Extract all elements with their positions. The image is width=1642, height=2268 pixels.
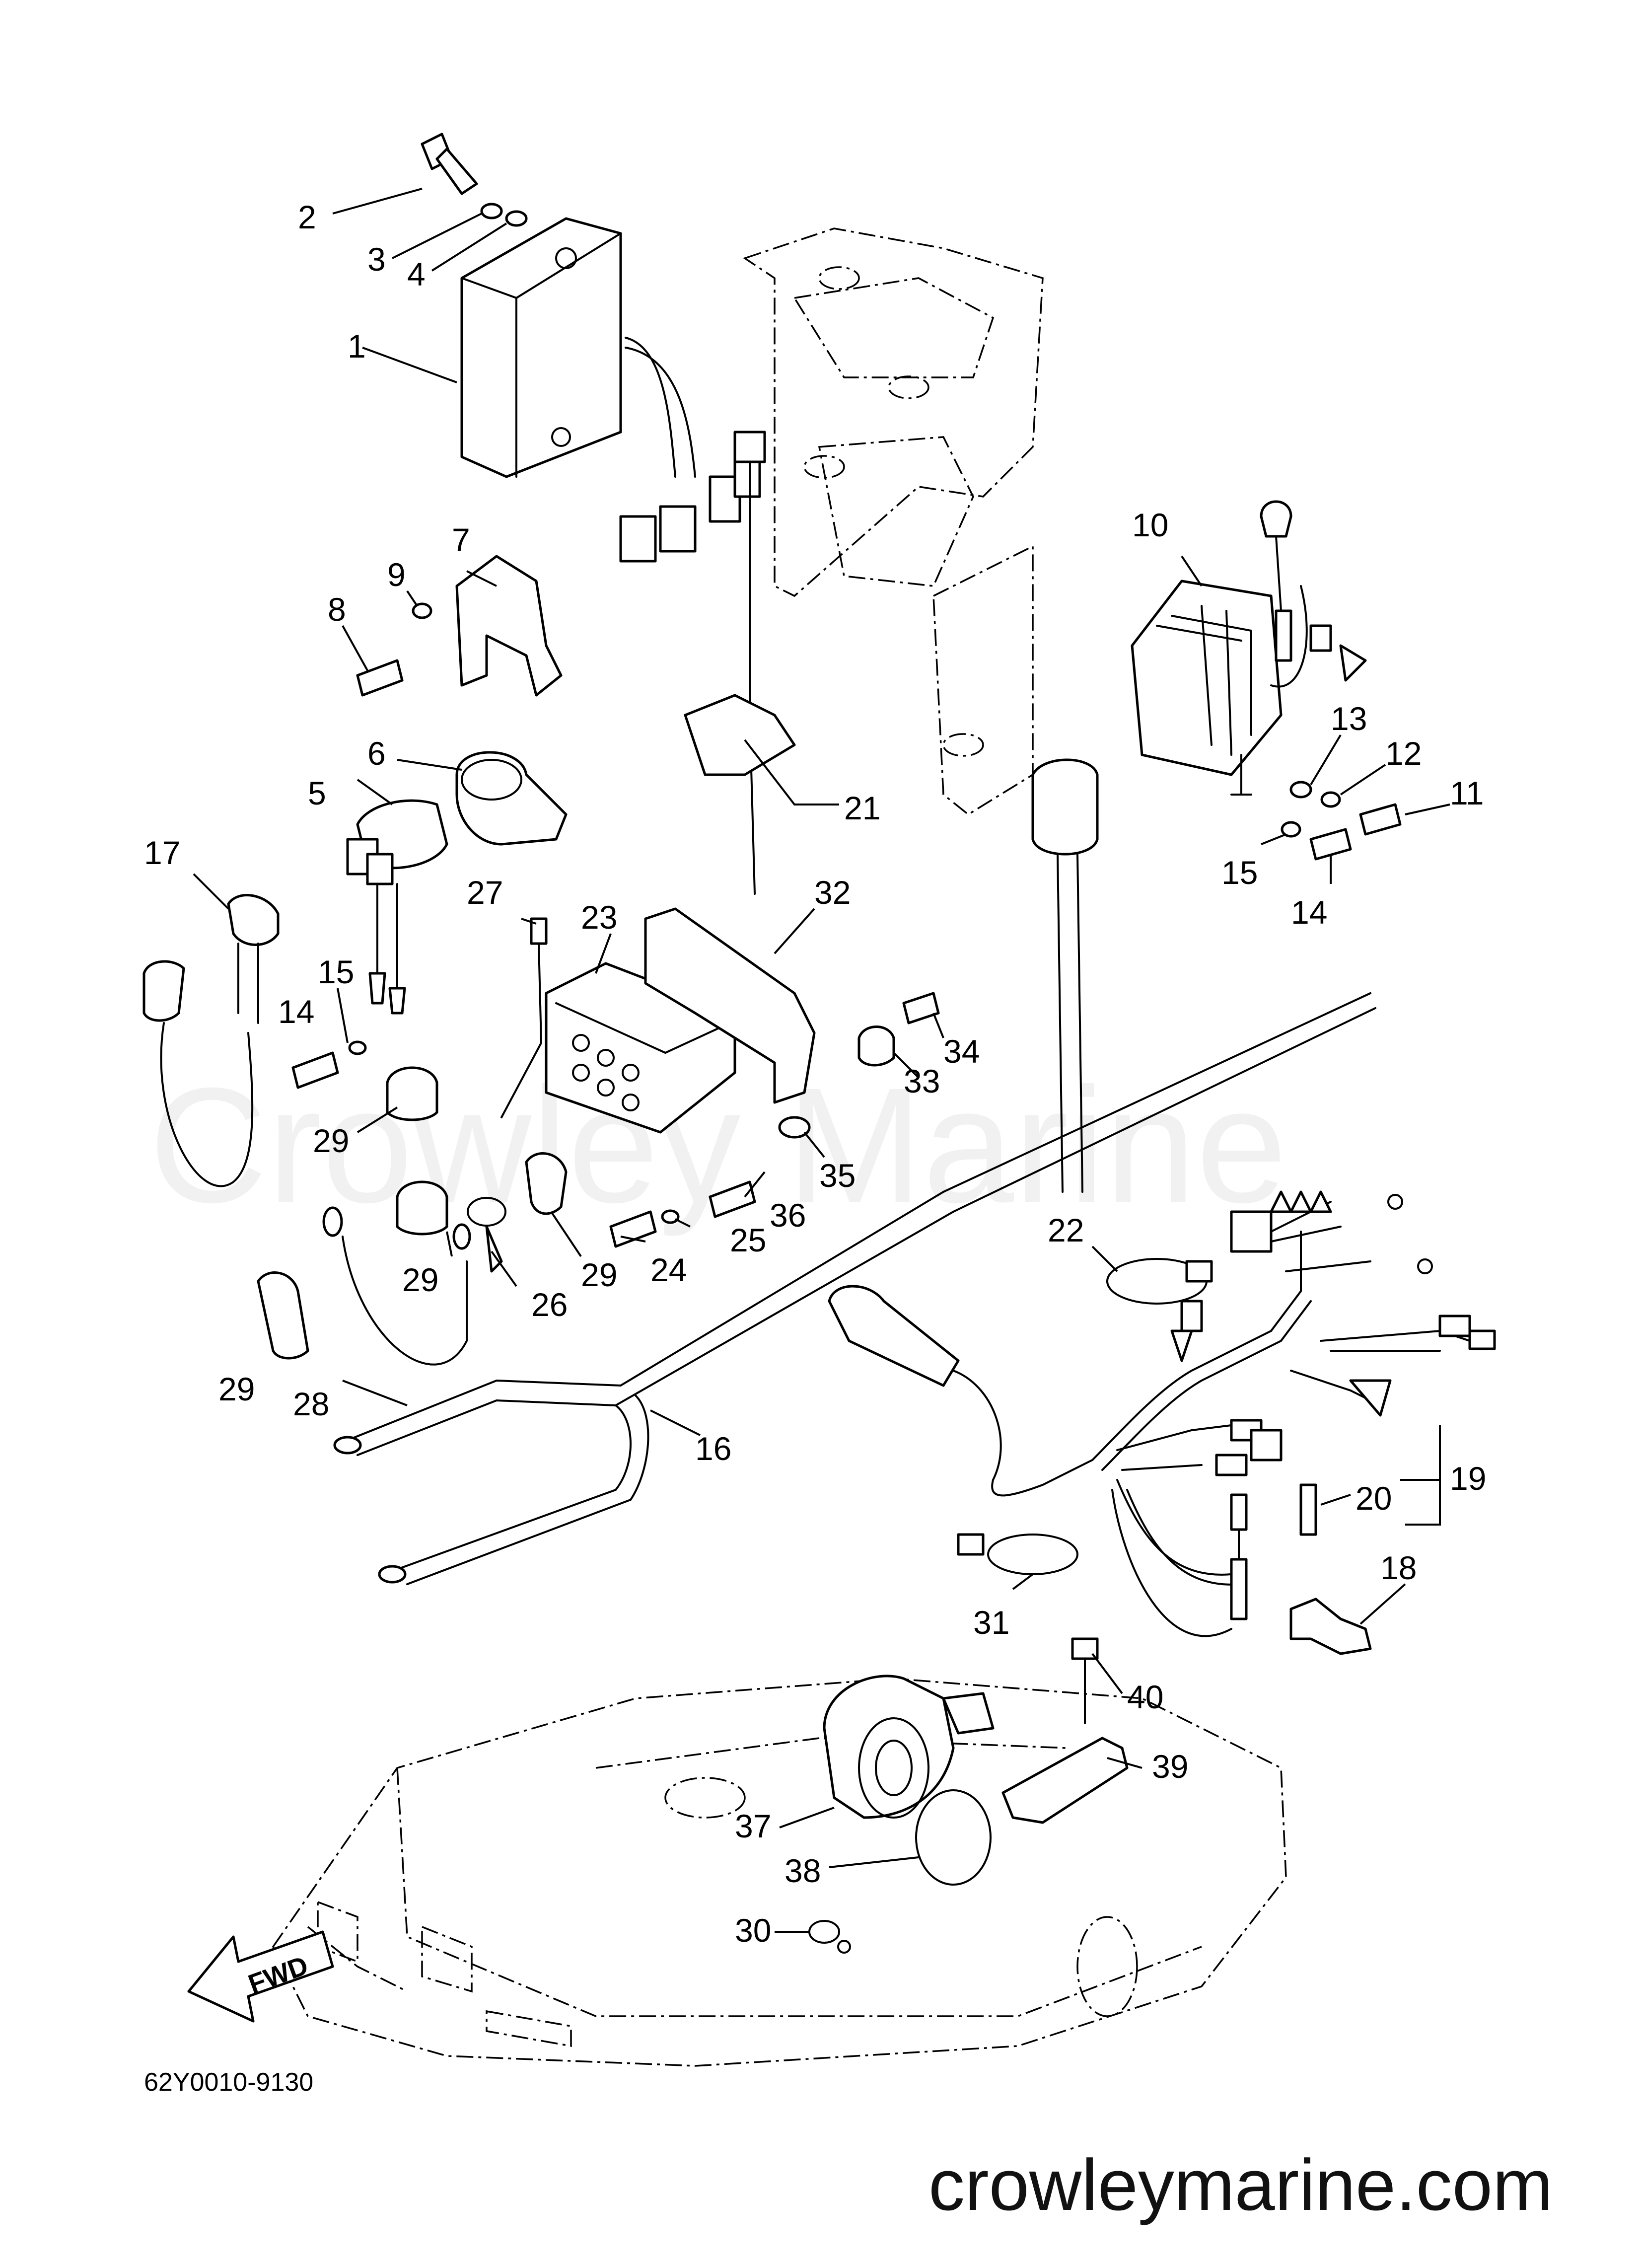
callout-25: 25 [730, 1222, 766, 1258]
cap-29-c [525, 1152, 568, 1215]
washer-12 [1320, 791, 1341, 808]
battery-cable-28 [322, 1206, 471, 1366]
callout-2: 2 [298, 199, 316, 235]
cap-29-a [386, 1066, 438, 1121]
cap-29-d [257, 1271, 309, 1360]
cable-cap-17 [143, 894, 280, 1187]
battery-cable-16 [333, 992, 1376, 1585]
o-ring-38 [915, 1789, 992, 1886]
cdi-unit [460, 217, 761, 563]
callout-9: 9 [387, 556, 406, 593]
bolt-14-right [1309, 828, 1352, 861]
callout-8: 8 [328, 591, 346, 628]
callout-35: 35 [819, 1157, 856, 1194]
fuse-holder-18 [1289, 1598, 1372, 1655]
callout-22: 22 [1048, 1212, 1084, 1248]
callout-40: 40 [1127, 1679, 1163, 1715]
callout-1: 1 [348, 328, 366, 365]
callout-24: 24 [650, 1251, 687, 1288]
callout-37: 37 [735, 1808, 771, 1844]
callout-15-left: 15 [318, 953, 354, 990]
callout-28: 28 [293, 1386, 329, 1422]
leader-lines [193, 188, 1450, 1933]
callout-11: 11 [1450, 775, 1484, 811]
callout-17: 17 [144, 834, 180, 871]
washer-35 [778, 1116, 811, 1139]
callout-14-right: 14 [1291, 894, 1327, 931]
callout-6: 6 [367, 735, 386, 772]
callout-12: 12 [1385, 735, 1422, 772]
bolt-14-left [291, 1051, 339, 1089]
callout-33: 33 [904, 1063, 940, 1099]
bolt-2 [421, 133, 478, 195]
bolt-36 [709, 1180, 756, 1218]
callout-4: 4 [407, 256, 426, 293]
bolt-8 [356, 659, 404, 697]
cable-band-22 [1106, 1258, 1213, 1305]
washer-3 [480, 203, 503, 219]
bolt-11 [1359, 803, 1402, 836]
washer-4 [505, 210, 528, 227]
callout-29-d: 29 [218, 1371, 255, 1407]
callout-16: 16 [695, 1430, 731, 1467]
callout-3: 3 [367, 241, 386, 278]
grommet-33 [857, 1025, 895, 1067]
callout-13: 13 [1331, 700, 1367, 737]
callout-29-c: 29 [581, 1256, 617, 1293]
washer-9 [412, 602, 432, 619]
callout-19: 19 [1450, 1460, 1486, 1497]
website-url: crowleymarine.com [928, 2144, 1553, 2225]
collar-34 [902, 992, 940, 1024]
callout-26: 26 [531, 1286, 568, 1323]
callout-20: 20 [1356, 1480, 1392, 1517]
callout-32: 32 [814, 874, 851, 911]
callout-18: 18 [1380, 1549, 1417, 1586]
callout-39: 39 [1152, 1748, 1188, 1785]
bracket-39 [1001, 1737, 1129, 1824]
starter-relay-holder-6 [455, 751, 568, 846]
callout-10: 10 [1132, 507, 1168, 543]
callout-31: 31 [973, 1604, 1009, 1641]
washer-25 [661, 1209, 680, 1224]
washer-15-left [348, 1040, 367, 1055]
rectifier-regulator-10 [1131, 500, 1367, 796]
wire-harness-19 [828, 758, 1496, 1637]
callout-29-b: 29 [402, 1261, 438, 1298]
cap-29-b [396, 1180, 448, 1236]
washer-13 [1289, 781, 1312, 799]
callout-38: 38 [785, 1852, 821, 1889]
bottom-cowling [272, 1678, 1287, 2067]
starter-relay-5 [346, 799, 448, 1015]
callout-5: 5 [308, 775, 326, 811]
clip-30 [808, 1920, 851, 1954]
fuse-20 [1299, 1483, 1317, 1536]
bracket-7 [455, 555, 563, 697]
callout-36: 36 [770, 1197, 806, 1234]
cable-tie-31 [957, 1533, 1078, 1575]
callout-30: 30 [735, 1912, 771, 1949]
callout-7: 7 [452, 521, 470, 558]
callout-29-a: 29 [313, 1122, 349, 1159]
callout-21: 21 [844, 790, 880, 826]
bolt-40 [1071, 1637, 1099, 1724]
diagram-code: 62Y0010-9130 [144, 2068, 313, 2097]
washer-15-right [1281, 821, 1301, 838]
mounting-bracket [743, 227, 1044, 816]
callout-23: 23 [581, 899, 617, 936]
clip-21 [684, 431, 796, 895]
callout-15-right: 15 [1221, 854, 1258, 891]
grommet-37 [823, 1675, 995, 1819]
lead-wire-27 [500, 917, 548, 1118]
callout-27: 27 [467, 874, 503, 911]
callout-34: 34 [943, 1033, 980, 1070]
mounting-plate-32 [644, 907, 816, 1104]
callout-14-left: 14 [278, 993, 314, 1030]
forward-direction-arrow: FWD [187, 1930, 334, 2023]
